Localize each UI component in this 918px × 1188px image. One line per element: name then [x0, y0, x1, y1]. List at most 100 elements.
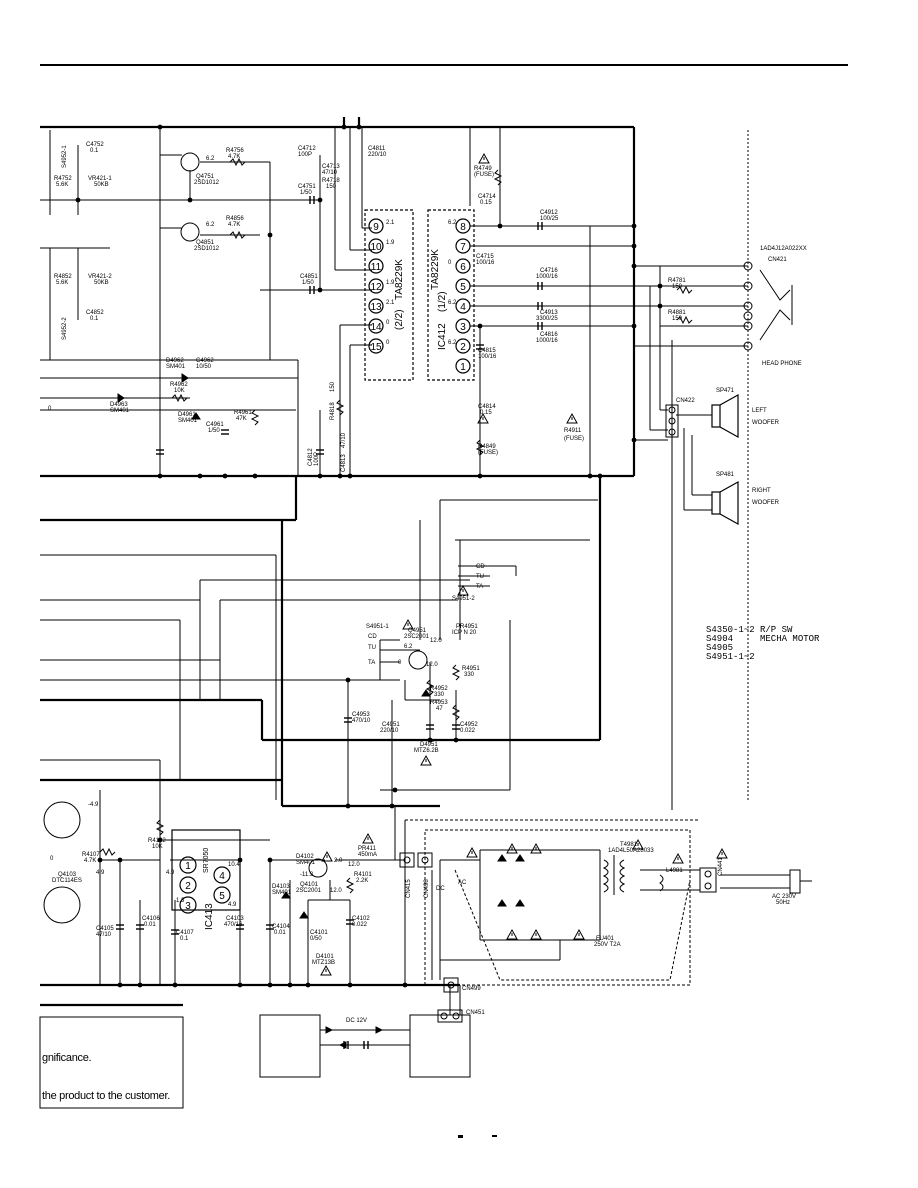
part-label: R4911	[564, 428, 582, 434]
part-label: C4912	[540, 210, 558, 216]
part-label: R4752	[54, 176, 72, 182]
pin-label: 4	[219, 871, 225, 882]
part-value: 4.7K	[228, 222, 240, 228]
part-value: SM401	[272, 890, 292, 896]
part-value: 100/16	[476, 260, 495, 266]
ic-ta8229k-2of2	[364, 209, 414, 381]
legend-line: S4350-1~2 R/P SW	[706, 625, 793, 635]
caution-icons	[320, 153, 728, 976]
part-label: CN415	[406, 879, 412, 898]
ic-sub-label: (1/2)	[437, 291, 448, 312]
part-value: 100/16	[478, 354, 497, 360]
pin-label: 15	[370, 342, 382, 353]
part-label: R4852	[54, 274, 72, 280]
part-value: 50KB	[94, 182, 109, 188]
switch-legend: S4350-1~2 R/P SW S4904 MECHA MOTOR S4905…	[706, 626, 819, 662]
part-label: C4851	[300, 274, 318, 280]
part-label: R4951	[462, 666, 480, 672]
part-label: R4718	[322, 178, 340, 184]
part-value: SM401	[296, 860, 316, 866]
part-label: CN422	[676, 398, 695, 404]
part-label: CN451	[466, 1010, 485, 1016]
part-label: S4951-1	[366, 624, 389, 630]
part-label: C4103	[226, 916, 244, 922]
connectors-power	[330, 852, 812, 1031]
part-value: 3300/25	[536, 316, 558, 322]
part-value: 1/50	[300, 190, 312, 196]
part-value: 0.01	[274, 930, 286, 936]
part-label: D4951	[420, 742, 438, 748]
voltage-value: 12.0	[330, 888, 342, 894]
ic-upper-pin-numbers: 9 10 11 12 13 14 15 8 7 6 5 4 3 2 1	[370, 222, 466, 373]
voltage-value: 4.9	[96, 870, 105, 876]
part-label: FU401	[596, 936, 615, 942]
pin-label: 3	[185, 901, 191, 912]
voltage-value: 12.0	[348, 862, 360, 868]
voltage-labels: 6.2 6.2 2.1 1.9 1.9 2.1 0 0 6.2 0 6.2 6.…	[48, 156, 457, 908]
part-value: ICP N 20	[452, 630, 477, 636]
part-label: WOOFER	[752, 420, 780, 426]
part-label: DC 12V	[346, 1018, 367, 1024]
switch-label: TU	[476, 574, 484, 580]
part-label: D4103	[272, 884, 290, 890]
part-value: 250V T2A	[594, 942, 621, 948]
voltage-value: 4.9	[166, 870, 175, 876]
part-label: R4756	[226, 148, 244, 154]
part-value: (FUSE)	[564, 436, 584, 442]
part-label: R4102	[148, 838, 166, 844]
part-value: 0/50	[310, 936, 322, 942]
part-value: 10K	[174, 388, 185, 394]
ic-sub-label: (2/2)	[394, 309, 405, 330]
pin-label: 3	[460, 322, 466, 333]
pin-label: 10	[370, 242, 382, 253]
part-value: 4.7K	[84, 858, 96, 864]
part-label: R4856	[226, 216, 244, 222]
switch-label: TU	[368, 645, 376, 651]
part-label: R4781	[668, 278, 686, 284]
pin-label: 6	[460, 262, 466, 273]
part-value: 150	[672, 316, 683, 322]
part-label: C4852	[86, 310, 104, 316]
part-label: C4105	[96, 926, 114, 932]
part-label: D4102	[296, 854, 314, 860]
part-value: 470/16	[224, 922, 243, 928]
part-value: (FUSE)	[478, 450, 498, 456]
voltage-value: 6.2	[448, 340, 457, 346]
part-value: 1000/16	[536, 338, 558, 344]
page-dot	[458, 1135, 463, 1138]
part-value: 47/10	[322, 170, 338, 176]
part-label: RIGHT	[752, 488, 771, 494]
part-label: VR421-1	[88, 176, 112, 182]
part-label: D4963	[110, 402, 128, 408]
part-value: (FUSE)	[474, 172, 494, 178]
voltage-value: 4.9	[228, 902, 237, 908]
part-value: 47K	[236, 416, 247, 422]
part-value: 2SC2001	[404, 634, 430, 640]
ic-id-label: IC413	[204, 903, 215, 930]
voltage-value: 2.0	[334, 858, 343, 864]
part-value: DTC114ES	[52, 878, 82, 884]
part-label: C4714	[478, 194, 496, 200]
voltage-value: 6.2	[448, 220, 457, 226]
part-value: 0.1	[90, 316, 99, 322]
part-value: 10K	[152, 844, 163, 850]
part-label: C4816	[540, 332, 558, 338]
part-label: 1AD4J12A022XX	[760, 246, 807, 252]
part-label: C4815	[478, 348, 496, 354]
part-label: Q4951	[408, 628, 427, 634]
part-value: 47/10	[341, 432, 347, 448]
signal-wires	[39, 127, 790, 1109]
pin-label: 14	[370, 322, 382, 333]
transistors	[43, 152, 428, 924]
part-label: PR411	[358, 846, 377, 852]
pin-label: 12	[370, 282, 382, 293]
part-value: SM401	[166, 364, 186, 370]
part-value: 2SD1012	[194, 180, 220, 186]
part-label: C4715	[476, 254, 494, 260]
part-label: Q4103	[58, 872, 77, 878]
part-value: 2SC2001	[296, 888, 322, 894]
part-value: 2SD1012	[194, 246, 220, 252]
pin-label: 2	[460, 342, 466, 353]
part-value: 5.6K	[56, 280, 68, 286]
part-label: R4961	[234, 410, 252, 416]
